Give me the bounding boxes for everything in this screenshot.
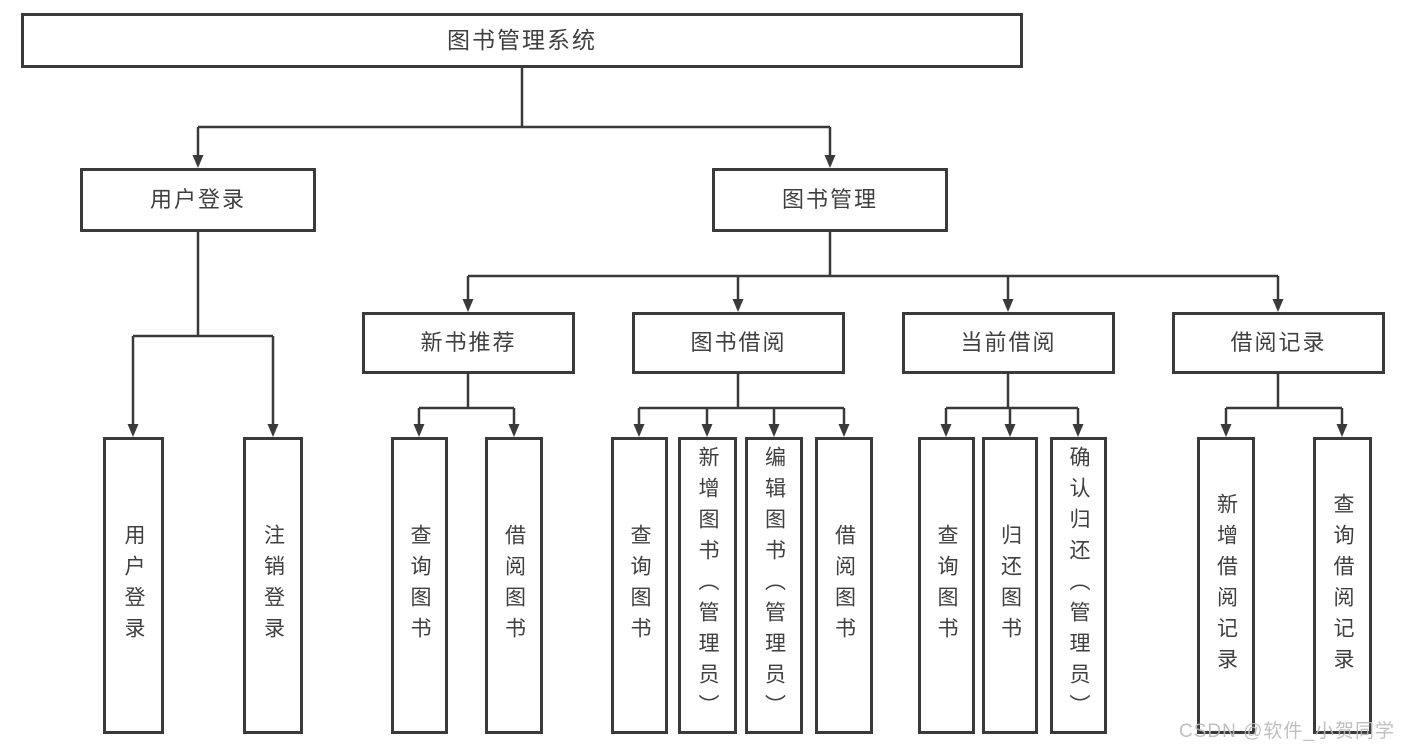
leaf-user-login: 用户登录 xyxy=(103,437,164,734)
node-root: 图书管理系统 xyxy=(21,13,1023,68)
node-new-book-recommend: 新书推荐 xyxy=(362,312,575,374)
node-book-management-label: 图书管理 xyxy=(781,187,878,212)
leaf-borrow-books-borrowing: 借阅图书 xyxy=(815,437,873,734)
node-new-book-recommend-label: 新书推荐 xyxy=(420,330,517,355)
leaf-borrow-books-recommend: 借阅图书 xyxy=(485,437,543,734)
node-book-borrowing-label: 图书借阅 xyxy=(690,330,787,355)
node-root-label: 图书管理系统 xyxy=(447,27,597,53)
node-borrowing-records: 借阅记录 xyxy=(1172,312,1385,374)
leaf-query-borrow-record: 查询借阅记录 xyxy=(1313,437,1372,734)
node-user-login-label: 用户登录 xyxy=(149,187,246,212)
leaf-query-books-current: 查询图书 xyxy=(918,437,975,734)
leaf-return-books: 归还图书 xyxy=(982,437,1038,734)
node-user-login: 用户登录 xyxy=(80,168,316,232)
leaf-query-books-recommend: 查询图书 xyxy=(391,437,448,734)
leaf-logout: 注销登录 xyxy=(243,437,303,734)
leaf-query-books-borrowing: 查询图书 xyxy=(611,437,668,734)
leaf-add-borrow-record: 新增借阅记录 xyxy=(1197,437,1255,734)
leaf-edit-books-admin: 编辑图书（管理员） xyxy=(745,437,803,734)
connector-stroke xyxy=(131,68,1344,428)
leaf-add-books-admin: 新增图书（管理员） xyxy=(678,437,737,734)
node-current-borrowing-label: 当前借阅 xyxy=(960,330,1057,355)
node-borrowing-records-label: 借阅记录 xyxy=(1230,330,1327,355)
node-current-borrowing: 当前借阅 xyxy=(902,312,1115,374)
node-book-borrowing: 图书借阅 xyxy=(632,312,845,374)
node-book-management: 图书管理 xyxy=(712,168,948,232)
leaf-confirm-return-admin: 确认归还（管理员） xyxy=(1050,437,1107,734)
